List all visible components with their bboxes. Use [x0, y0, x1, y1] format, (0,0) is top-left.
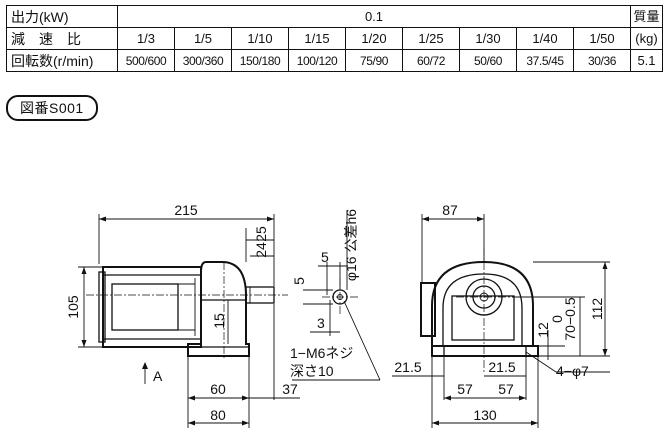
speed-cell: 100/120: [288, 49, 346, 72]
mass-unit: (kg): [630, 27, 663, 50]
figure-label: 図番S001: [6, 95, 98, 121]
side-base: [431, 345, 539, 357]
dim-70-upper: 0: [549, 315, 565, 323]
motor-body: [102, 266, 202, 348]
shaft-detail: 5 5 3 φ16 公差h6 1−M6ネジ 深さ10: [290, 209, 381, 381]
dim-60: 60: [210, 381, 226, 397]
motor-window: [111, 283, 179, 331]
dim-112: 112: [589, 298, 605, 321]
speed-cell: 50/60: [459, 49, 517, 72]
side-view: 87 112 70−0.5 0 12 4−φ7 21.5 21.5 57 57: [392, 202, 610, 428]
gearhead-housing: [187, 261, 250, 357]
dim-57-right: 57: [498, 381, 514, 397]
dim-80: 80: [210, 407, 226, 423]
front-view: 215 25 24 105 15 60 80 37 A: [65, 202, 300, 428]
tap-note-line2: 深さ10: [290, 363, 334, 379]
dim-37: 37: [282, 381, 298, 397]
spec-table: 出力(kW) 0.1 質量 減速比 1/3 1/5 1/10 1/15 1/20…: [6, 5, 663, 72]
speed-cell: 300/360: [174, 49, 232, 72]
tap-note-line1: 1−M6ネジ: [290, 345, 353, 361]
dim-57-left: 57: [457, 381, 473, 397]
dim-87: 87: [442, 202, 458, 218]
speed-label: 回転数(r/min): [6, 49, 118, 72]
dim-5-side: 5: [291, 277, 307, 285]
dim-215: 215: [174, 202, 198, 218]
dim-15: 15: [211, 313, 227, 329]
mass-value: 5.1: [630, 49, 663, 72]
speed-cell: 75/90: [345, 49, 403, 72]
speed-row: 回転数(r/min) 500/600 300/360 150/180 100/1…: [6, 49, 663, 72]
speed-cell: 150/180: [231, 49, 289, 72]
hole-spec: 4−φ7: [556, 363, 589, 379]
speed-cell: 60/72: [402, 49, 460, 72]
dim-3: 3: [317, 315, 325, 331]
dim-5-top: 5: [321, 249, 329, 265]
dim-24: 24: [253, 242, 269, 258]
dim-105: 105: [65, 295, 81, 319]
ratio-cell: 1/3: [117, 27, 175, 50]
view-arrow-label: A: [153, 368, 163, 384]
dim-130: 130: [473, 407, 497, 423]
dim-21-5-right: 21.5: [488, 359, 515, 375]
speed-cell: 500/600: [117, 49, 175, 72]
dim-21-5-left: 21.5: [394, 359, 421, 375]
ratio-cell: 1/50: [573, 27, 631, 50]
dim-12: 12: [535, 322, 551, 338]
shaft-tolerance: φ16 公差h6: [343, 209, 359, 281]
ratio-row: 減速比 1/3 1/5 1/10 1/15 1/20 1/25 1/30 1/4…: [6, 27, 663, 50]
speed-cell: 30/36: [573, 49, 631, 72]
dim-70: 70−0.5: [562, 297, 578, 340]
dim-25: 25: [253, 226, 269, 242]
